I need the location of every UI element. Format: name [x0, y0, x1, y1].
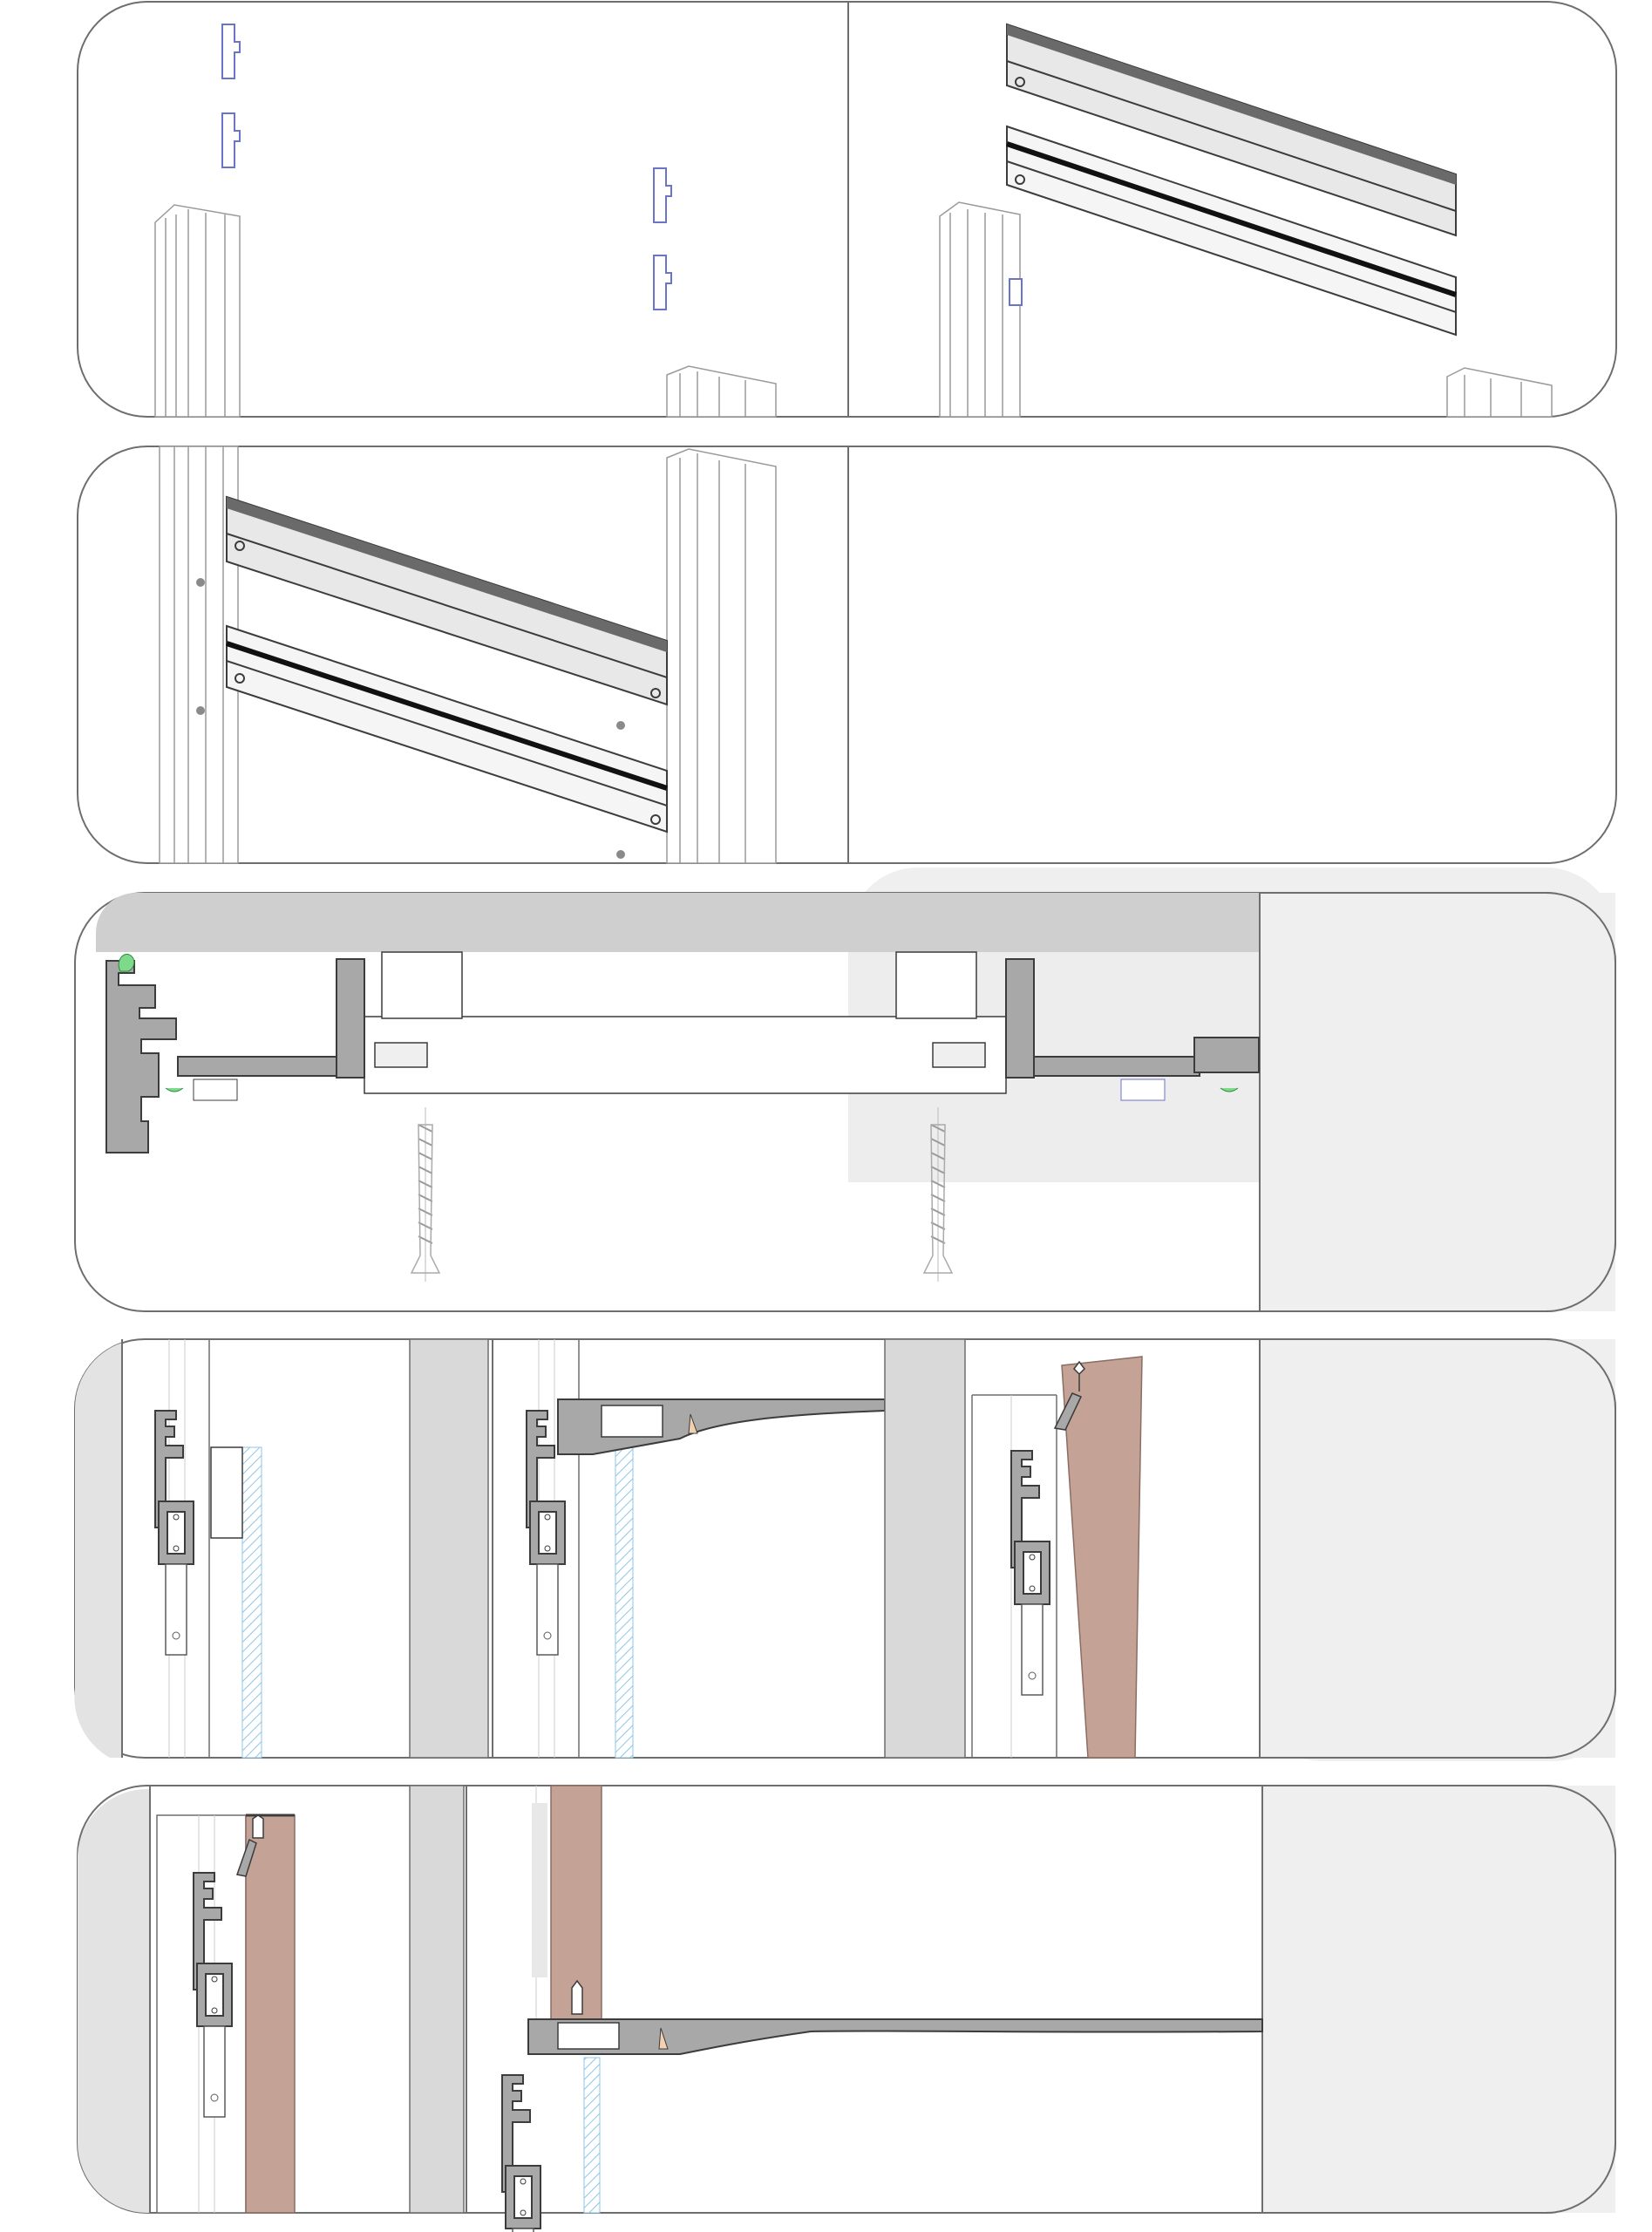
shade-band: [96, 893, 1260, 952]
section-gap: [409, 1338, 489, 1759]
seal-green-left-bottom: [165, 1087, 184, 1092]
side-panel: [1260, 893, 1615, 1311]
section-gap: [409, 1785, 465, 2214]
rail-upper: [1006, 23, 1457, 237]
clip-right: [1120, 1079, 1166, 1101]
panel-row-2: [77, 446, 1617, 864]
seal-green-right: [1220, 1087, 1239, 1092]
panel-row-1: [77, 1, 1617, 418]
section-gap: [884, 1338, 966, 1759]
section-d: [149, 1785, 465, 2214]
bracket-clips: [221, 24, 672, 310]
panel-row-3: [74, 868, 1616, 1312]
side-panel: [1262, 1786, 1615, 2213]
screw-heads: [196, 578, 625, 859]
panel-row-4: [74, 1338, 1616, 1761]
vertical-mullion-right: [666, 448, 777, 864]
side-panel: [1260, 1339, 1615, 1758]
rail-lower: [226, 624, 668, 834]
section-c: [971, 1356, 1143, 1759]
rail-upper: [226, 495, 668, 706]
seal-green-left: [118, 954, 135, 972]
right-mullion-profile: [1005, 958, 1260, 1079]
rail-lower: [1006, 125, 1457, 337]
clip-left: [193, 1079, 238, 1101]
vertical-mullion-right-view: [939, 201, 1021, 418]
wood-cladding: [1061, 1356, 1143, 1759]
vertical-mullion-left: [154, 204, 241, 418]
wood-cladding: [245, 1814, 296, 2214]
panel-row-5: [77, 1785, 1616, 2232]
section-a: [121, 1338, 489, 1759]
left-mullion-profile: [105, 958, 365, 1153]
vertical-mullion-left: [159, 446, 239, 864]
insulation-block: [364, 951, 1007, 1094]
section-e: [466, 1785, 1263, 2232]
mullion-right-stub: [666, 365, 777, 418]
section-b: [492, 1338, 966, 1759]
mullion-stub-right-view: [1446, 367, 1553, 418]
